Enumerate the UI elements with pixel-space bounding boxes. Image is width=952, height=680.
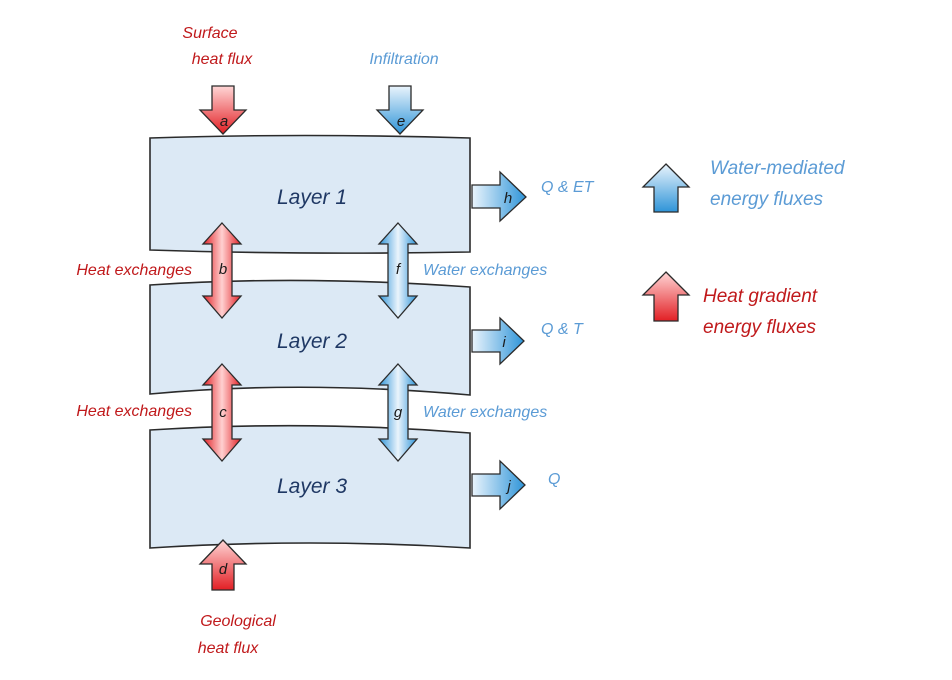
layer-3-label: Layer 3 xyxy=(277,475,347,498)
layer-2-label: Layer 2 xyxy=(277,330,347,353)
heat-exchanges-label-2: Heat exchanges xyxy=(76,403,192,420)
arrow-e-infiltration: e xyxy=(375,85,425,135)
arrow-c-heat-exchange: c xyxy=(201,363,243,462)
legend-heat-label-line2: energy fluxes xyxy=(703,317,817,338)
svg-text:i: i xyxy=(502,334,506,351)
layer-1-block xyxy=(149,134,471,254)
legend-water-label-line2: energy fluxes xyxy=(710,189,824,210)
arrow-i-outflow: i xyxy=(471,316,525,366)
arrow-b-heat-exchange: b xyxy=(201,222,243,319)
svg-text:g: g xyxy=(394,404,403,421)
arrow-g-water-exchange: g xyxy=(377,363,419,462)
geological-heat-flux-label-line1: Geological xyxy=(200,613,276,630)
svg-text:b: b xyxy=(219,261,227,278)
legend-heat-label-line1: Heat gradient xyxy=(703,286,818,307)
water-exchanges-label-2: Water exchanges xyxy=(423,404,547,421)
legend: Water-mediated energy fluxes Heat gradie… xyxy=(641,158,846,338)
outflow-label-layer3: Q xyxy=(548,471,560,488)
layer-3-block xyxy=(149,424,471,549)
legend-water-arrow-icon xyxy=(641,163,691,213)
arrow-j-outflow: j xyxy=(471,459,526,511)
surface-heat-flux-label-line1: Surface xyxy=(182,25,237,42)
heat-exchanges-label-1: Heat exchanges xyxy=(76,262,192,279)
svg-text:c: c xyxy=(219,404,227,421)
svg-text:a: a xyxy=(220,113,228,130)
legend-water-label-line1: Water-mediated xyxy=(710,158,846,179)
geological-heat-flux-label-line2: heat flux xyxy=(198,640,259,657)
svg-text:j: j xyxy=(505,478,511,495)
water-exchanges-label-1: Water exchanges xyxy=(423,262,547,279)
layer-1-label: Layer 1 xyxy=(277,186,347,209)
legend-heat-arrow-icon xyxy=(641,271,691,322)
svg-text:h: h xyxy=(504,190,512,207)
infiltration-label: Infiltration xyxy=(369,51,438,68)
surface-heat-flux-label-line2: heat flux xyxy=(192,51,253,68)
svg-text:e: e xyxy=(397,113,405,130)
outflow-label-layer2: Q & T xyxy=(541,321,584,338)
svg-text:d: d xyxy=(219,561,228,578)
arrow-f-water-exchange: f xyxy=(377,222,419,319)
svg-text:f: f xyxy=(396,261,402,278)
arrow-d-geological-heat: d xyxy=(198,539,248,591)
arrow-h-outflow: h xyxy=(471,170,527,223)
arrow-a-surface-heat: a xyxy=(198,85,248,135)
outflow-label-layer1: Q & ET xyxy=(541,179,595,196)
